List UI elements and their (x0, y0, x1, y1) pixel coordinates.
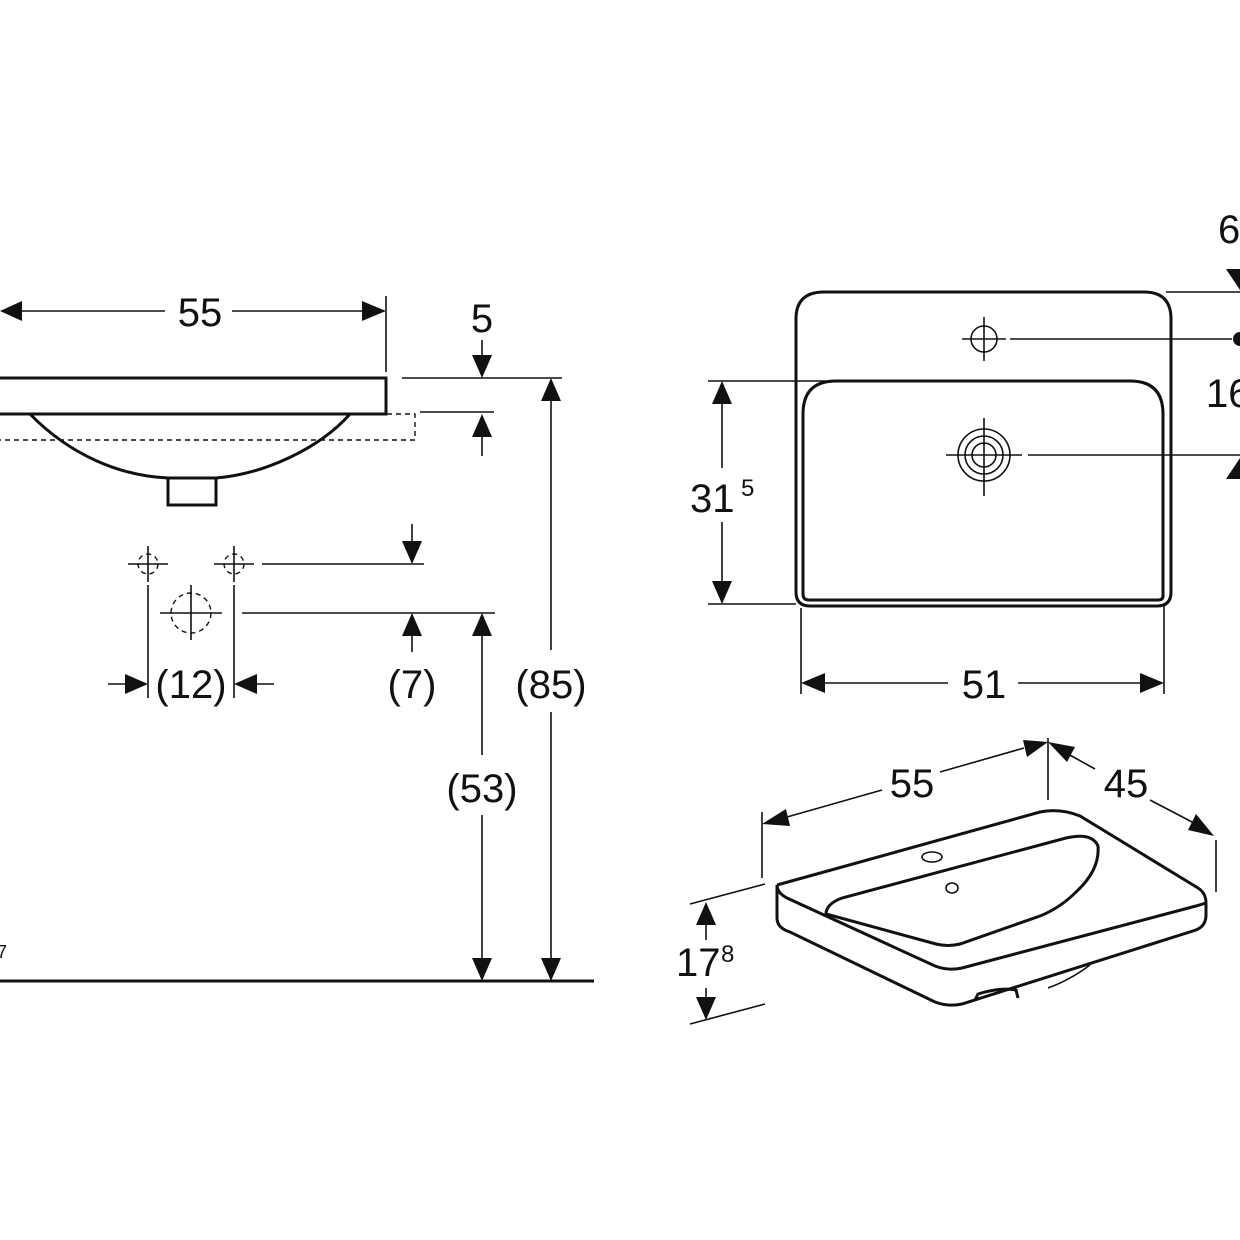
right-offset-dimensions: 6 16 (1010, 208, 1240, 479)
bowl-width-label: 51 (962, 663, 1007, 707)
front-view: 55 5 (0, 291, 594, 983)
outlet-height-dimension: (53) (446, 613, 518, 981)
outlet-offset-label: (7) (388, 663, 437, 707)
top-outline (794, 290, 1173, 608)
iso-width-label: 55 (890, 762, 935, 806)
top-right-partial-label: 6 (1218, 208, 1240, 252)
tap-symbol-right (214, 546, 254, 582)
outlet-symbol (160, 585, 222, 640)
iso-height-label: 17 (676, 941, 721, 985)
bowl-width-dimension: 51 (800, 604, 1165, 707)
iso-bowl (824, 834, 1100, 947)
tap-offset-dimension: (12) (108, 585, 274, 707)
countertop-cutout (0, 413, 416, 441)
rim-dimension: 5 (402, 297, 562, 456)
tap-distance-partial-label: 16 (1206, 372, 1240, 416)
total-height-label: (85) (515, 663, 586, 707)
tap-symbol-left (128, 546, 168, 582)
drain-outlet (166, 478, 218, 507)
outlet-height-label: (53) (446, 767, 517, 811)
bowl-depth-label: 31 (690, 477, 735, 521)
iso-top-surface (776, 809, 1208, 904)
corner-mark: 7 (0, 942, 7, 962)
total-height-dimension: (85) (515, 378, 587, 981)
tap-hole (962, 317, 1006, 361)
width-label: 55 (178, 291, 223, 335)
iso-height-dimension: 17 8 (676, 883, 766, 1025)
bowl-depth-superscript: 5 (741, 475, 754, 502)
drain-hole (946, 418, 1022, 496)
rim-label: 5 (471, 297, 493, 341)
tap-offset-label: (12) (155, 663, 226, 707)
iso-depth-dimension: 45 (1048, 742, 1217, 892)
iso-depth-label: 45 (1104, 762, 1149, 806)
top-bowl (801, 379, 1165, 602)
iso-width-dimension: 55 (761, 738, 1049, 878)
bowl-depth-dimension: 31 5 (690, 380, 826, 605)
top-view: 6 16 31 5 51 (690, 208, 1240, 707)
isometric-view: 55 45 17 8 (676, 738, 1217, 1025)
width-dimension: 55 (0, 291, 387, 372)
basin-rim (0, 376, 388, 416)
basin-bowl (28, 412, 352, 480)
iso-height-superscript: 8 (721, 941, 734, 968)
outlet-offset-dimension: (7) (388, 524, 437, 707)
